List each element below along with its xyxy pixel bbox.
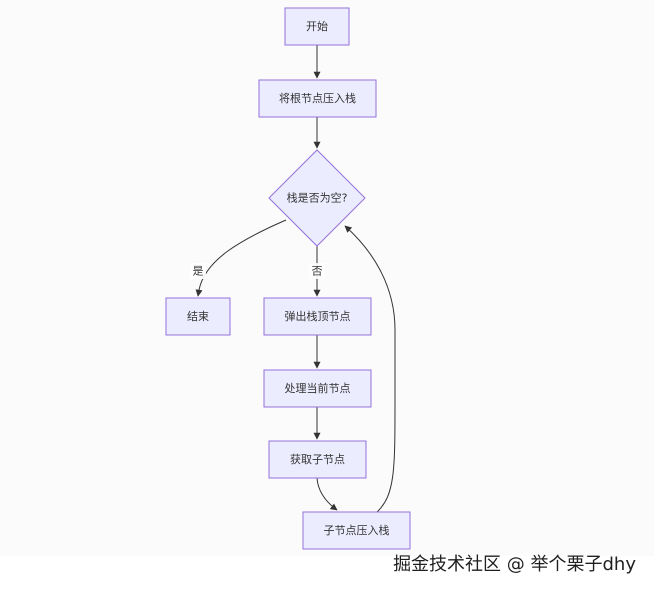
diagram-canvas: 开始将根节点压入栈栈是否为空? 结束 弹出栈顶节点处理当前节点获取子节点子节点压入栈…: [165, 7, 411, 550]
node-label: 开始: [306, 19, 328, 33]
decision-diamond: [268, 149, 366, 247]
node-label: 结束: [187, 310, 209, 323]
node-end: 结束: [165, 297, 231, 336]
process-box: [268, 440, 367, 479]
node-check-empty: 栈是否为空?: [268, 149, 366, 247]
node-label: 子节点压入栈: [324, 523, 390, 537]
node-label: 处理当前节点: [285, 381, 351, 395]
node-label: 将根节点压入栈: [279, 91, 356, 105]
node-push-children: 子节点压入栈: [302, 511, 411, 550]
node-pop-top: 弹出栈顶节点: [263, 297, 372, 336]
watermark-text: 掘金技术社区 @ 举个栗子dhy: [393, 554, 636, 575]
edge-push_children-to-check_empty: [344, 225, 396, 513]
node-start: 开始: [284, 7, 350, 46]
edge-label-background: [309, 263, 325, 279]
node-label: 栈是否为空?: [287, 191, 348, 205]
edge-get_children-to-push_children: [316, 477, 338, 511]
process-box: [263, 369, 372, 408]
edge-label-check_empty-to-end: 是: [193, 265, 204, 278]
edge-label-background: [190, 263, 206, 279]
process-box: [165, 297, 231, 336]
node-process: 处理当前节点: [263, 369, 372, 408]
process-box: [258, 79, 377, 118]
edge-check_empty-to-end: [195, 219, 287, 297]
process-box: [263, 297, 372, 336]
process-box: [284, 7, 350, 46]
node-push-root: 将根节点压入栈: [258, 79, 377, 118]
edge-label-check_empty-to-pop_top: 否: [312, 265, 323, 278]
process-box: [302, 511, 411, 550]
footer-bar: [0, 556, 654, 593]
node-get-children: 获取子节点: [268, 440, 367, 479]
node-label: 获取子节点: [290, 453, 345, 466]
node-label: 弹出栈顶节点: [285, 309, 351, 323]
